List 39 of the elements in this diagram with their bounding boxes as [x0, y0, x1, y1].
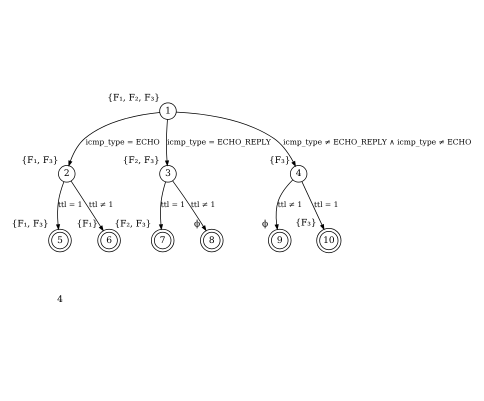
node-circle: 2 — [58, 165, 76, 183]
arrow — [302, 181, 324, 230]
node-circle: 8 — [200, 228, 224, 252]
node-label: {F₁, F₂, F₃} — [107, 93, 160, 104]
edge-label: ttl ≠ 1 — [278, 200, 302, 210]
label: 4 — [57, 295, 63, 306]
edge-label: ttl = 1 — [160, 200, 186, 210]
node-label: {F₁, F₃} — [12, 220, 49, 230]
arrow — [158, 182, 166, 230]
node-label: {F₃} — [295, 218, 317, 229]
arrow — [176, 112, 296, 168]
node-circle: 6 — [97, 228, 121, 252]
edge-label: icmp_type ≠ ECHO_REPLY ∧ icmp_type ≠ ECHO — [283, 137, 472, 146]
node-label: {F₂, F₃} — [122, 156, 160, 166]
arrow — [56, 181, 64, 230]
edge-label: ttl ≠ 1 — [88, 200, 114, 210]
edge-label: ttl ≠ 1 — [190, 200, 216, 210]
arrow — [172, 180, 207, 232]
arrow — [164, 119, 170, 166]
node-label: {F₂, F₃} — [114, 220, 152, 230]
node-label: {F₁, F₃} — [21, 156, 59, 166]
arrow — [70, 180, 104, 232]
edge-label: ttl = 1 — [58, 200, 82, 210]
node-circle: 9 — [268, 228, 292, 252]
node-circle: 5 — [48, 228, 72, 252]
node-label: ϕ — [194, 220, 200, 230]
node-circle: 10 — [316, 228, 342, 254]
node-circle: 3 — [159, 165, 177, 183]
arrow — [68, 112, 160, 167]
node-label: {F₁} — [76, 220, 98, 230]
edge-label: icmp_type = ECHO — [86, 137, 160, 146]
node-label: {F₃} — [269, 156, 290, 166]
node-circle: 7 — [150, 228, 174, 252]
arrow — [274, 180, 294, 230]
node-label: ϕ — [262, 220, 268, 230]
node-circle: 4 — [290, 165, 308, 183]
edge-label: ttl = 1 — [314, 200, 338, 210]
node-circle: 1 — [159, 102, 177, 120]
edge-label: icmp_type = ECHO_REPLY — [167, 137, 271, 146]
